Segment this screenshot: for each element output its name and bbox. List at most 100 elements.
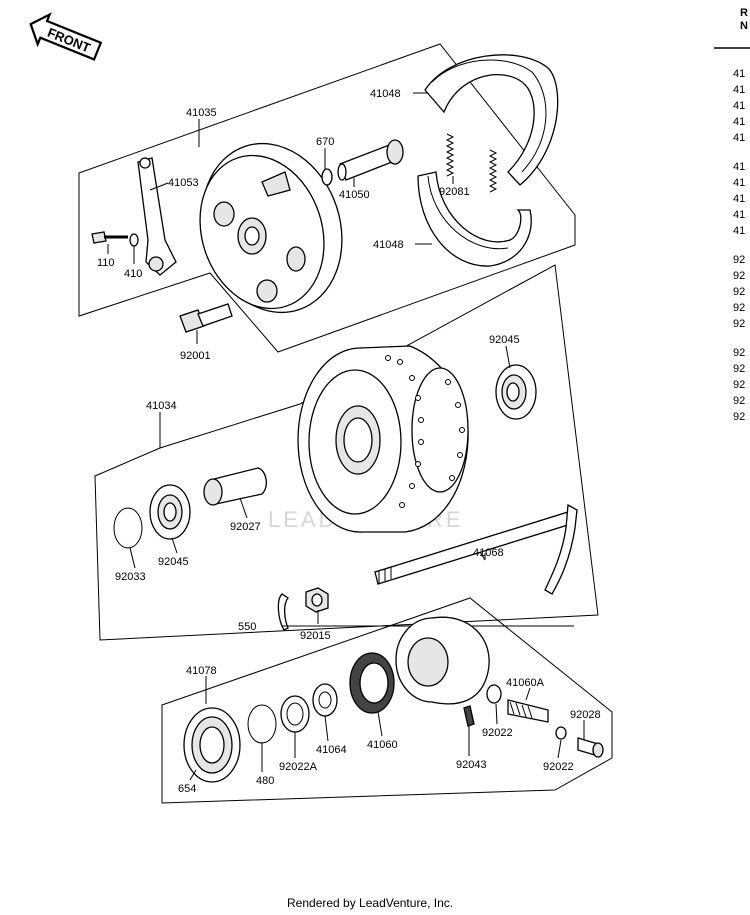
ref-fragment: 41 <box>733 84 745 96</box>
callout-410: 410 <box>124 268 142 280</box>
oil-seal-bore <box>199 726 225 764</box>
ref-fragment: 41 <box>733 161 745 173</box>
ref-fragment: 92 <box>733 363 745 375</box>
panel-hole <box>286 246 306 272</box>
spoke-holes <box>385 355 465 508</box>
callout-92022A: 92022A <box>279 761 318 773</box>
footer-credit: Rendered by LeadVenture, Inc. <box>287 896 453 910</box>
pinion-teeth <box>509 701 533 719</box>
axle-thread <box>374 566 392 583</box>
bolt-head <box>91 231 107 244</box>
callout-41048-top: 41048 <box>370 88 401 100</box>
callout-92033: 92033 <box>115 571 146 583</box>
panel-stopper <box>261 171 291 197</box>
callout-41060A: 41060A <box>506 677 545 689</box>
shoe-lower-lining <box>427 175 509 250</box>
retainer-bore <box>318 691 332 709</box>
callout-41035: 41035 <box>186 107 217 119</box>
brake-panel-group: 41035 670 41048 41053 41050 92081 41048 … <box>78 43 576 362</box>
ref-fragment: 92 <box>733 411 745 423</box>
pinion-part <box>507 699 549 723</box>
callout-92081: 92081 <box>439 186 470 198</box>
gear-housing-bore <box>407 637 449 687</box>
callout-92043: 92043 <box>456 759 487 771</box>
o-ring-part <box>321 168 333 186</box>
gear-housing-body <box>431 616 490 705</box>
return-spring-left <box>445 133 455 177</box>
callout-92001: 92001 <box>180 350 211 362</box>
callout-92027: 92027 <box>230 521 261 533</box>
ref-fragment: 92 <box>733 318 745 330</box>
bearing-right-bore <box>506 382 520 402</box>
callout-550: 550 <box>238 621 256 633</box>
ref-fragment: 41 <box>733 225 745 237</box>
washer-92022-upper <box>486 684 502 704</box>
ref-fragment: 92 <box>733 379 745 391</box>
ref-fragment: 41 <box>733 132 745 144</box>
axle-handle <box>544 503 578 595</box>
cam-lever-part <box>137 157 177 276</box>
ref-fragment: 92 <box>733 302 745 314</box>
hub-group: 92045 41034 92027 92033 92045 41068 550 … <box>94 264 599 642</box>
panel-hole <box>213 201 235 227</box>
pin-part <box>463 705 475 727</box>
ref-fragment: 92 <box>733 347 745 359</box>
ref-fragment: 41 <box>733 193 745 205</box>
ref-column-title-1: R <box>740 7 748 19</box>
ref-fragment: 41 <box>733 68 745 80</box>
callout-92015: 92015 <box>300 630 331 642</box>
brake-shoe-lower <box>417 171 532 267</box>
callout-41078: 41078 <box>186 665 217 677</box>
callout-41064: 41064 <box>316 744 347 756</box>
callout-41053: 41053 <box>168 177 199 189</box>
ref-fragment: 41 <box>733 209 745 221</box>
panel-hub-bore <box>244 226 260 246</box>
speedometer-gear-group: 41078 41060A 92028 92022 92022 92022A 41… <box>161 597 613 804</box>
group-outline <box>161 597 613 804</box>
ref-fragment: 41 <box>733 177 745 189</box>
callout-92045-right: 92045 <box>489 334 520 346</box>
washer-92022a-bore <box>286 702 304 726</box>
cam-lever-boss <box>148 256 164 272</box>
cotter-pin-part <box>277 593 289 631</box>
callout-480: 480 <box>256 775 274 787</box>
cam-lever-eye <box>139 157 151 169</box>
bearing-left-bore <box>163 502 177 522</box>
ref-fragment: 41 <box>733 100 745 112</box>
speedometer-gear-face <box>359 662 389 704</box>
washer-part <box>129 233 139 247</box>
panel-bolt-shank <box>197 303 233 327</box>
washer-92022a-part <box>280 695 310 733</box>
hub-flange <box>411 367 469 493</box>
washer-92022-lower <box>555 726 567 740</box>
camshaft-head <box>386 139 404 165</box>
callout-92028: 92028 <box>570 709 601 721</box>
ref-fragment: 92 <box>733 395 745 407</box>
callout-92022-a: 92022 <box>482 727 513 739</box>
callout-41068: 41068 <box>473 547 504 559</box>
panel-hole <box>256 279 278 303</box>
callout-110: 110 <box>97 257 115 269</box>
callout-41060: 41060 <box>367 739 398 751</box>
return-spring-right <box>488 149 498 193</box>
ref-fragment: 41 <box>733 116 745 128</box>
callout-92045-left: 92045 <box>158 556 189 568</box>
bushing-end <box>592 742 604 758</box>
brake-shoe-upper <box>424 54 559 186</box>
circlip-part <box>113 507 143 549</box>
callout-41048-bottom: 41048 <box>373 239 404 251</box>
callout-670: 670 <box>316 136 334 148</box>
callout-92022-b: 92022 <box>543 761 574 773</box>
callout-41034: 41034 <box>146 400 177 412</box>
circlip-480-part <box>247 704 277 744</box>
callout-41050: 41050 <box>339 189 370 201</box>
hub-bore <box>343 417 373 463</box>
callout-654: 654 <box>178 783 196 795</box>
ref-fragment: 92 <box>733 270 745 282</box>
collar-part <box>209 467 268 505</box>
shoe-lining-line <box>431 59 547 173</box>
retainer-part <box>312 683 338 717</box>
collar-flange <box>203 478 223 506</box>
ref-number-column: 41 41 41 41 41 41 41 41 41 41 92 92 92 9… <box>733 68 745 423</box>
